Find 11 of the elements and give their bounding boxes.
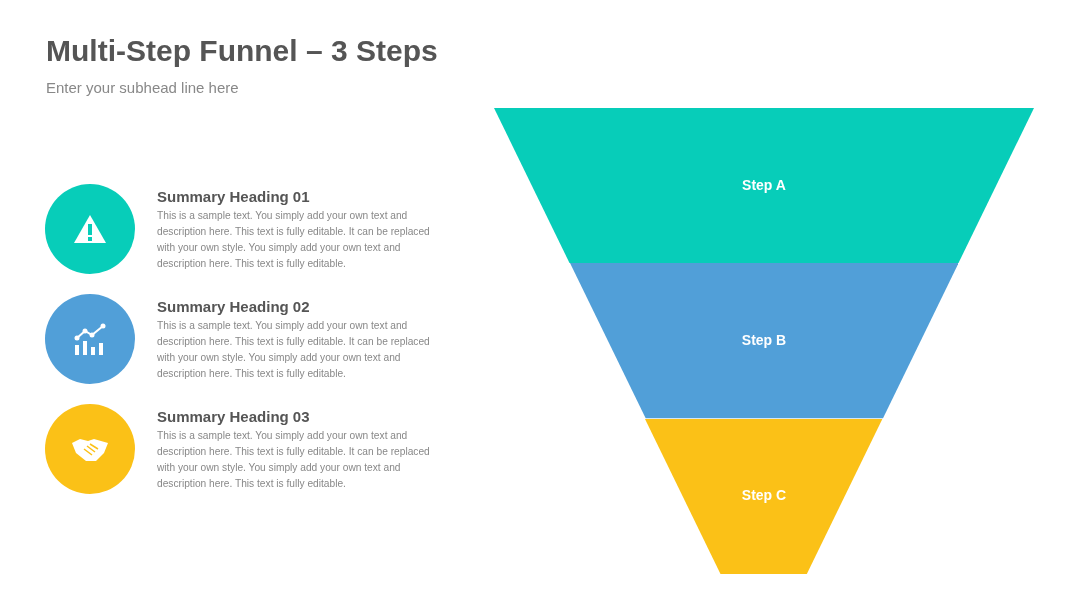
- step-label: Step A: [741, 176, 787, 193]
- summary-heading: Summary Heading 02: [157, 298, 310, 315]
- summary-text: This is a sample text. You simply add your own text and description here. This text is fully editable. It can be replaced with your own style. You simply add your own text and description here. This text is fully editable.: [157, 209, 431, 271]
- subtitle: Enter your subhead line here: [46, 79, 239, 96]
- step-label: Step B: [740, 332, 788, 348]
- summary-text: This is a sample text. You simply add your own text and description here. This text is fully editable. It can be replaced with your own style. You simply add your own text and description here. This text is fully editable.: [157, 429, 431, 491]
- summary-text: This is a sample text. You simply add your own text and description here. This text is fully editable. It can be replaced with your own style. You simply add your own text and description here. This text is fully editable.: [157, 319, 431, 381]
- summary-heading: Summary Heading 01: [157, 188, 310, 205]
- title: Multi-Step Funnel – 3 Steps: [46, 34, 438, 68]
- summary-heading: Summary Heading 03: [157, 408, 310, 425]
- step-label: Step C: [740, 487, 788, 504]
